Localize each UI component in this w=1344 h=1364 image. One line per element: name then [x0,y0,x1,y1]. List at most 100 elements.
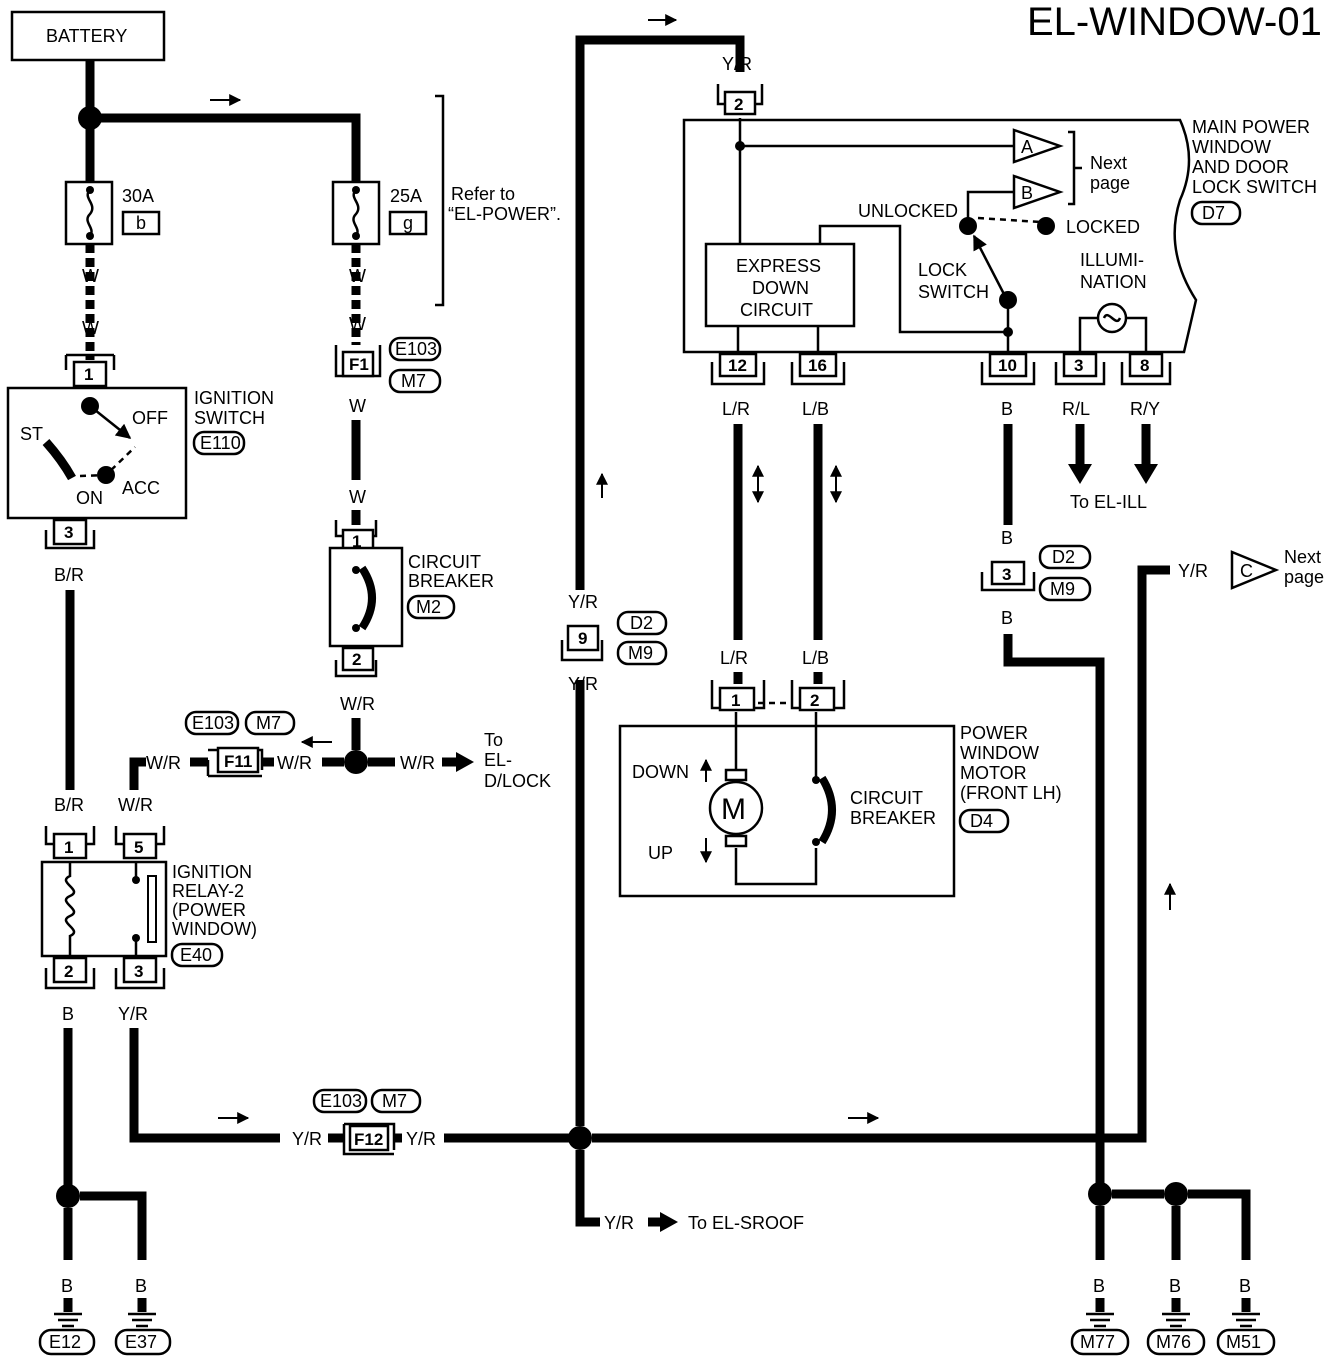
cb-name-1: CIRCUIT [408,552,481,572]
lock-switch-1: LOCK [918,260,967,280]
main-name-1: MAIN POWER [1192,117,1310,137]
battery-box [10,10,166,62]
wire-label-yr-5: Y/R [568,592,598,612]
wire-label-yr-3: Y/R [406,1129,436,1149]
battery-label: BATTERY [46,26,127,46]
fuse-30a-id: b [136,213,146,233]
ign-switch-code: E110 [200,433,241,453]
ground-m77: M77 [1080,1332,1115,1352]
marker-c: C [1240,561,1253,581]
wire-label-b-7: B [1093,1276,1105,1296]
wire-label-yr-2: Y/R [292,1129,322,1149]
ign-switch-pin-1: 1 [84,365,93,384]
ign-pos-off: OFF [132,408,168,428]
conn-3: 3 [1002,565,1011,584]
marker-a: A [1021,137,1033,157]
main-pin-16: 16 [808,356,827,375]
wire-label-wr-1: W/R [340,694,375,714]
motor-name-1: POWER [960,723,1028,743]
wire-label-br-1: B/R [54,565,84,585]
conn-e103-3: E103 [320,1091,362,1111]
fuse-30a-rating: 30A [122,186,154,206]
motor-name-2: WINDOW [960,743,1039,763]
ign-pos-acc: ACC [122,478,160,498]
relay-code: E40 [180,945,212,965]
wire-label-w-1: W [82,266,99,286]
cb-name-2: BREAKER [408,571,494,591]
motor-symbol [708,780,764,836]
relay-name-2: RELAY-2 [172,881,244,901]
ign-switch-name-2: SWITCH [194,408,265,428]
ground-m76: M76 [1156,1332,1191,1352]
illum-1: ILLUMI- [1080,250,1144,270]
wire-label-w-5: W [349,396,366,416]
cb-pin-1: 1 [352,532,361,551]
conn-d2-1: D2 [630,613,653,633]
illum-2: NATION [1080,272,1147,292]
conn-e103-1: E103 [395,339,437,359]
main-pin-10: 10 [998,356,1017,375]
conn-e103-2: E103 [192,713,234,733]
express-down-circuit [704,242,856,328]
fuse-25a-rating: 25A [390,186,422,206]
wire-label-wr-2: W/R [400,753,435,773]
to-el-dlock-1: To [484,730,503,750]
main-name-4: LOCK SWITCH [1192,177,1317,197]
conn-d2-2: D2 [1052,547,1075,567]
motor-m: M [721,793,746,826]
to-el-dlock-2: EL- [484,750,512,770]
wire-label-yr-7: Y/R [604,1213,634,1233]
relay-name-4: WINDOW) [172,919,257,939]
wire-label-wr-3: W/R [277,753,312,773]
main-pin-2: 2 [734,95,743,114]
ground-junction-left [56,1184,80,1208]
ign-switch-pin-3: 3 [64,523,73,542]
motor-name-4: (FRONT LH) [960,783,1062,803]
conn-f1: F1 [349,355,369,374]
wr-junction [344,750,368,774]
ign-switch-name-1: IGNITION [194,388,274,408]
next-page-2b: page [1284,567,1324,587]
main-name-2: WINDOW [1192,137,1271,157]
wire-label-yr-6: Y/R [722,54,752,74]
wire-label-b-3: B [135,1276,147,1296]
relay-pin-3: 3 [134,962,143,981]
wire-label-b-9: B [1239,1276,1251,1296]
wire-label-b-8: B [1169,1276,1181,1296]
relay-pin-2: 2 [64,962,73,981]
conn-m9-2: M9 [1050,579,1075,599]
circuit-breaker-m2 [328,546,404,648]
wire-label-b-4: B [1001,399,1013,419]
relay-pin-1: 1 [64,838,73,857]
relay-pin-5: 5 [134,838,143,857]
express-1: EXPRESS [736,256,821,276]
wire-label-w-6: W [349,487,366,507]
ignition-relay [40,860,168,958]
refer-line-1: Refer to [451,184,515,204]
motor-cb-1: CIRCUIT [850,788,923,808]
motor-name-3: MOTOR [960,763,1027,783]
yr-junction [568,1126,592,1150]
wire-label-lb-1: L/B [802,399,829,419]
conn-9: 9 [578,629,587,648]
motor-pin-1: 1 [731,691,740,710]
motor-pin-2: 2 [810,691,819,710]
marker-b: B [1021,183,1033,203]
refer-line-2: “EL-POWER”. [448,204,561,224]
wire-label-b-5: B [1001,528,1013,548]
conn-f12: F12 [354,1130,383,1149]
ground-junction-right-1 [1088,1182,1112,1206]
motor-down: DOWN [632,762,689,782]
to-el-sroof: To EL-SROOF [688,1213,804,1233]
fuse-25a-id: g [403,213,413,233]
next-page-1a: Next [1090,153,1127,173]
next-page-1b: page [1090,173,1130,193]
locked-label: LOCKED [1066,217,1140,237]
conn-m9-1: M9 [628,643,653,663]
express-3: CIRCUIT [740,300,813,320]
express-2: DOWN [752,278,809,298]
main-code: D7 [1202,203,1225,223]
wire-label-yr-4: Y/R [568,674,598,694]
page-title: EL-WINDOW-01 [1027,0,1322,44]
